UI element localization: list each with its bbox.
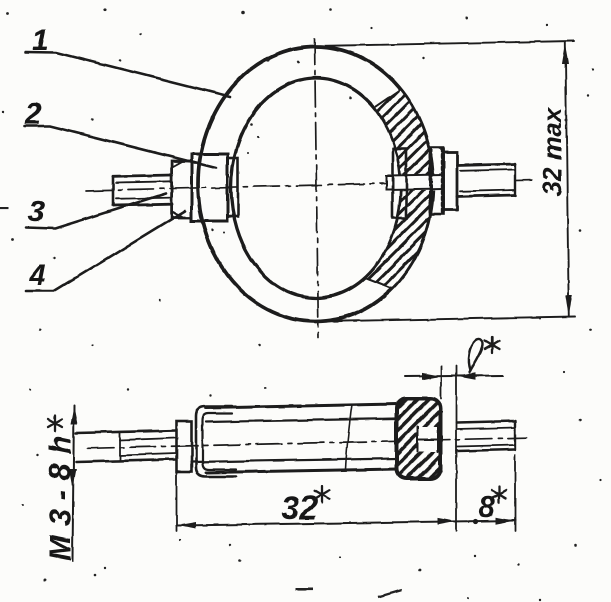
svg-text:2: 2 [24,98,42,131]
svg-text:32: 32 [281,489,318,526]
svg-text:4: 4 [28,259,46,292]
svg-text:1: 1 [32,24,49,57]
svg-text:3: 3 [28,195,45,228]
svg-text:32 max: 32 max [537,106,567,196]
svg-text:М3-8h: М3-8h [43,426,78,561]
svg-text:8: 8 [478,489,496,524]
